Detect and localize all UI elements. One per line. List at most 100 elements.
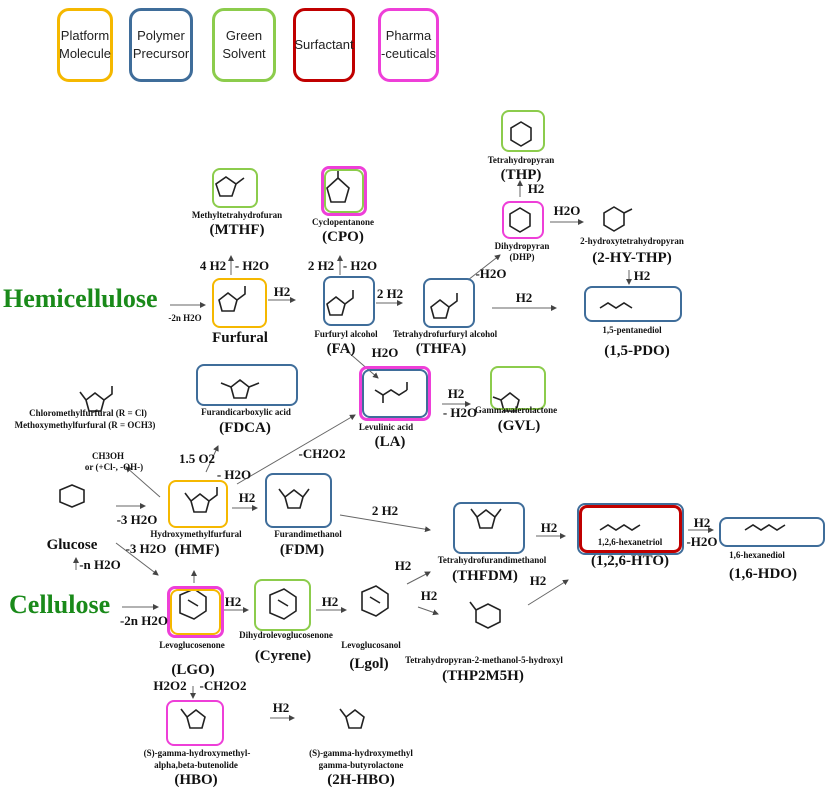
name-hto: 1,2,6-hexanetriol (597, 537, 663, 547)
arrow-glucose-lgo (115, 542, 159, 576)
box-thfa (423, 278, 475, 328)
name-hmf: Hydroxymethylfurfural (150, 529, 242, 539)
name-mthf: Methyltetrahydrofuran (191, 210, 283, 220)
structure-fa (326, 290, 354, 316)
legend-label: Molecule (58, 46, 112, 61)
box-la-outer (359, 366, 431, 421)
source-cellulose: Cellulose (9, 590, 111, 619)
rx-hmf-cmf-b: or (+Cl-, -OH-) (84, 462, 144, 472)
arrow-fdm-thfdm (339, 514, 431, 533)
box-fdca (196, 364, 298, 406)
rx-lgol-thp2m5h: H2 (420, 588, 438, 603)
abbr-dhp: (DHP) (509, 252, 535, 262)
abbr-cyrene: (Cyrene) (254, 648, 312, 664)
legend-label: -ceuticals (381, 46, 436, 61)
arrow-hmf-cmf (125, 466, 161, 498)
box-hto-outer (577, 503, 684, 555)
legend-label: Polymer (137, 28, 185, 43)
structure-thp (510, 121, 532, 147)
legend-label: Precursor (132, 46, 190, 61)
abbr-lgo: (LGO) (171, 662, 215, 678)
structure-hythp (603, 206, 633, 232)
rx-hmf-fdm: H2 (238, 490, 256, 505)
abbr-hythp: (2-HY-THP) (592, 250, 672, 266)
structure-hhbo (339, 708, 365, 729)
structure-dhp (509, 207, 531, 233)
structures (59, 121, 786, 729)
box-hto-inner (579, 505, 682, 553)
structure-hbo (180, 708, 206, 729)
rx-hmf-fdca: 1.5 O2 (178, 451, 216, 466)
abbr-fa: (FA) (326, 341, 356, 357)
name-hbo: (S)-gamma-hydroxymethyl- (143, 748, 251, 758)
name-fa: Furfuryl alcohol (314, 329, 378, 339)
name-cmf: Chloromethylfurfural (R = Cl) (29, 408, 147, 418)
arrow-hmf-fdca (205, 445, 219, 473)
rx-lgo-hbo-b: -CH2O2 (199, 678, 247, 693)
name-glucose: Glucose (46, 537, 98, 553)
name-lgol: Levoglucosanol (341, 640, 401, 650)
name-cpo: Cyclopentanone (311, 217, 375, 227)
rx-cellulose-lgo: -2n H2O (119, 613, 169, 628)
name-thfdm: Tetrahydrofurandimethanol (437, 555, 547, 565)
rx-la-gvl: H2 (447, 386, 465, 401)
rx-cellulose-glucose: -n H2O (79, 557, 121, 572)
structure-thfa (430, 293, 458, 319)
rx-lgol-thfdm: H2 (394, 558, 412, 573)
structure-glucose (59, 484, 85, 508)
legend-label: Platform (60, 28, 110, 43)
rx-fa-la: H2O (371, 345, 399, 360)
name-gvl: Gammavalerolactone (474, 405, 558, 415)
arrow-hmf-la (236, 414, 356, 485)
rx-hto-hdo-b: -H2O (686, 534, 718, 549)
abbr-thfa: (THFA) (415, 341, 467, 357)
legend-label: Green (225, 28, 263, 43)
rx-glucose-lgo: -3 H2O (125, 541, 167, 556)
rx-furfural-mthf-b: - H2O (234, 258, 270, 273)
rx-dhp-hythp: H2O (553, 203, 581, 218)
abbr-hbo: (HBO) (174, 772, 218, 788)
rx-lgo-cyrene: H2 (224, 594, 242, 609)
box-hdo (719, 517, 825, 547)
name-furfural: Furfural (212, 330, 268, 346)
abbr-cpo: (CPO) (322, 229, 364, 245)
box-la-inner (362, 369, 428, 418)
legend-label: Pharma (385, 28, 432, 43)
box-thfdm (453, 502, 525, 554)
rx-hmf-fdca-b: - H2O (216, 467, 252, 482)
name-cyrene: Dihydrolevoglucosenone (239, 630, 333, 640)
box-lgo-outer (167, 586, 224, 638)
legend-label: Surfactant (294, 37, 354, 52)
structure-thfdm (470, 508, 502, 529)
structure-hmf (184, 487, 218, 513)
source-hemicellulose: Hemicellulose (3, 284, 158, 313)
rx-hmf-cmf: CH3OH (91, 451, 125, 461)
arrow-thp2m5h-hto (527, 579, 569, 606)
name-la: Levulinic acid (358, 422, 414, 432)
abbr-thp2m5h: (THP2M5H) (442, 668, 524, 684)
abbr-fdca: (FDCA) (219, 420, 271, 436)
arrow-thfa-dhp (467, 254, 501, 281)
box-furfural (212, 278, 267, 328)
name-thp2m5h: Tetrahydropyran-2-methanol-5-hydroxyl (405, 655, 563, 665)
structure-mthf (215, 176, 245, 197)
rx-glucose-hmf: -3 H2O (116, 512, 158, 527)
structure-la (374, 382, 408, 403)
rx-cyrene-lgol: H2 (321, 594, 339, 609)
name-hbo-2: alpha,beta-butenolide (154, 760, 238, 770)
name-thp: Tetrahydropyran (487, 155, 555, 165)
structure-hdo (744, 524, 786, 531)
rx-hbo-hhbo: H2 (272, 700, 290, 715)
box-lgo-inner (170, 589, 221, 635)
rx-fa-cpo-b: - H2O (342, 258, 378, 273)
rx-hemi-furfural: -2n H2O (168, 313, 202, 323)
rx-furfural-fa: H2 (273, 284, 291, 299)
box-hmf (168, 480, 228, 528)
structure-hto (599, 524, 641, 531)
name-hhbo: (S)-gamma-hydroxymethyl (309, 748, 413, 758)
structure-cpo (326, 170, 350, 203)
rx-hmf-la: -CH2O2 (298, 446, 346, 461)
